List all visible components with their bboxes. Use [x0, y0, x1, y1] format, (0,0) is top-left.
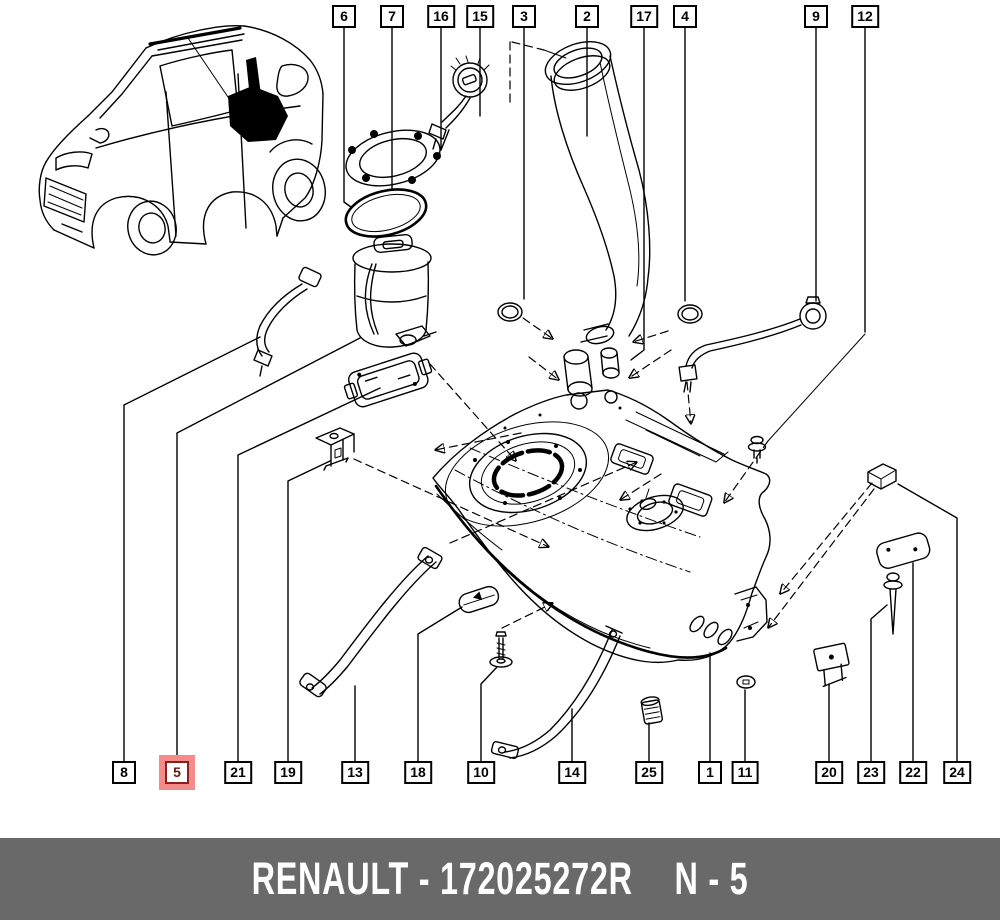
mounting-plate	[343, 352, 433, 408]
breather-valve-hose	[678, 296, 827, 393]
seal-oring	[344, 188, 428, 238]
edge-clip	[867, 463, 897, 490]
callout-7[interactable]: 7	[380, 5, 404, 28]
leader-line-24	[897, 483, 958, 763]
callout-10[interactable]: 10	[467, 761, 495, 784]
page-reference: N - 5	[674, 853, 749, 904]
vehicle-thumbnail	[38, 25, 326, 256]
callout-11[interactable]: 11	[731, 761, 759, 784]
shield-plate	[876, 532, 931, 635]
callout-15[interactable]: 15	[466, 5, 494, 28]
callout-4[interactable]: 4	[673, 5, 697, 28]
leader-line-23	[870, 604, 888, 763]
pointer-lines	[353, 41, 875, 628]
washer	[736, 675, 756, 689]
callout-13[interactable]: 13	[341, 761, 369, 784]
callout-22[interactable]: 22	[899, 761, 927, 784]
brand-part-separator: -	[409, 853, 441, 904]
leader-line-8	[123, 336, 261, 763]
callout-1[interactable]: 1	[698, 761, 722, 784]
callout-2[interactable]: 2	[575, 5, 599, 28]
callout-24[interactable]: 24	[943, 761, 971, 784]
support-bracket	[315, 427, 355, 471]
fuel-cap	[428, 55, 490, 150]
callout-6[interactable]: 6	[332, 5, 356, 28]
footer-bar: RENAULT - 172025272R N - 5	[0, 838, 1000, 920]
filler-pipe	[544, 40, 651, 345]
clip-nut	[640, 696, 663, 725]
brand-label: RENAULT	[251, 853, 410, 904]
leader-line-16	[440, 26, 450, 151]
callout-16[interactable]: 16	[427, 5, 455, 28]
callout-3[interactable]: 3	[512, 5, 536, 28]
callout-5[interactable]: 5	[159, 755, 195, 790]
leader-line-18	[417, 606, 463, 763]
corner-bracket	[813, 642, 850, 688]
leader-line-21	[237, 387, 381, 763]
tank-strap-right	[490, 625, 623, 760]
callout-12[interactable]: 12	[851, 5, 879, 28]
fuel-pump-module	[352, 233, 437, 348]
callout-14[interactable]: 14	[558, 761, 586, 784]
callout-17[interactable]: 17	[630, 5, 658, 28]
fuel-tank	[432, 389, 771, 664]
grommet-seal-right	[677, 304, 703, 324]
callout-21[interactable]: 21	[224, 761, 252, 784]
callout-20[interactable]: 20	[815, 761, 843, 784]
callout-18[interactable]: 18	[404, 761, 432, 784]
callout-9[interactable]: 9	[804, 5, 828, 28]
callout-25[interactable]: 25	[635, 761, 663, 784]
hose-sleeves	[563, 347, 620, 397]
footer-text: RENAULT - 172025272R N - 5	[252, 853, 749, 905]
strap-bolt	[489, 631, 513, 668]
grommet-seal-left	[497, 302, 523, 322]
part-number: 172025272R	[440, 853, 633, 904]
small-screw	[747, 435, 767, 464]
leader-line-17	[630, 26, 645, 361]
pump-harness	[253, 266, 322, 377]
callout-8[interactable]: 8	[112, 761, 136, 784]
tank-strap-left	[299, 546, 443, 698]
callout-19[interactable]: 19	[274, 761, 302, 784]
leader-line-6	[343, 26, 352, 208]
leader-line-10	[480, 666, 498, 763]
locking-ring	[345, 129, 441, 187]
callout-leader-lines	[123, 26, 958, 763]
leader-line-5	[176, 337, 361, 758]
callout-23[interactable]: 23	[857, 761, 885, 784]
heat-shield-pad	[458, 585, 500, 614]
leader-line-19	[287, 460, 331, 763]
